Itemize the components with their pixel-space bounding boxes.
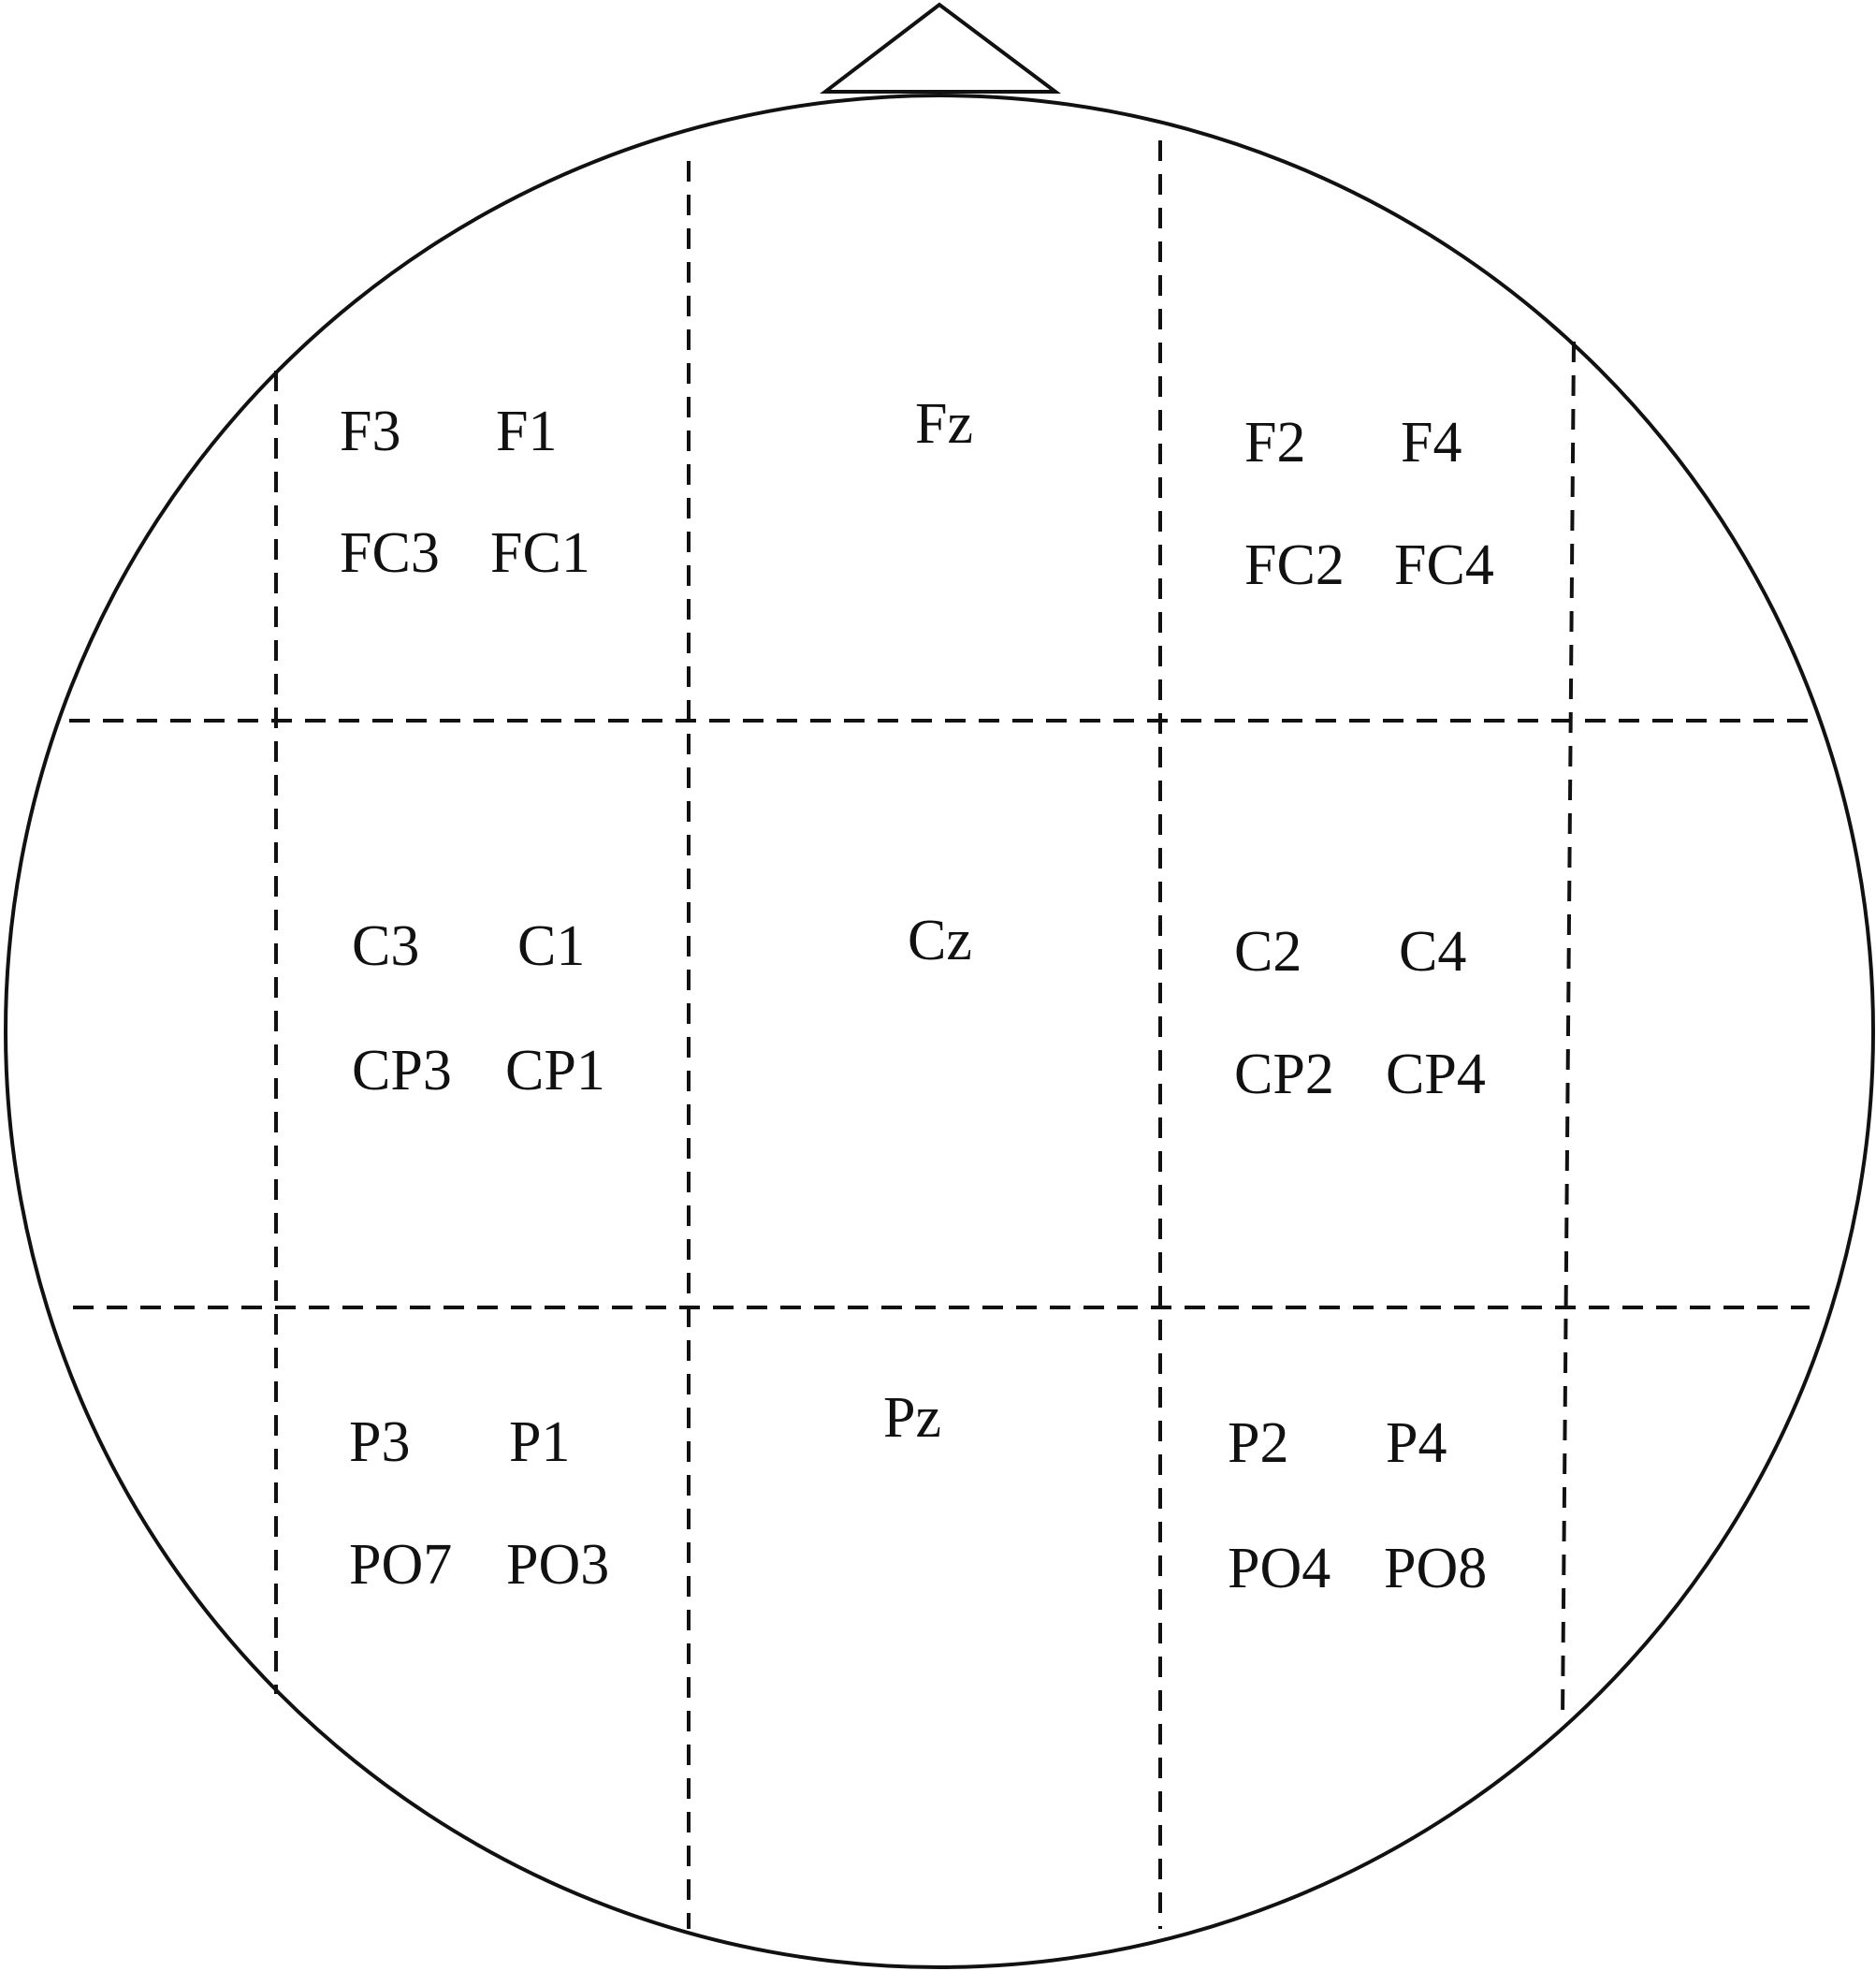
region-mid-parietal: Pz — [883, 1386, 941, 1450]
nose-marker — [820, 2, 1061, 94]
region-right-frontal: F2 F4 FC2 FC4 — [1244, 411, 1494, 597]
electrode-label: Fz — [915, 392, 973, 456]
region-left-central: C3 C1 CP3 CP1 — [352, 914, 605, 1102]
electrode-label: P3 — [349, 1410, 410, 1474]
electrode-label: PO4 — [1228, 1537, 1331, 1600]
electrode-label: FC4 — [1394, 533, 1494, 597]
electrode-label: C2 — [1234, 920, 1302, 984]
electrode-label: PO8 — [1384, 1537, 1487, 1600]
electrode-label: FC1 — [490, 521, 590, 585]
electrode-label: C4 — [1399, 920, 1466, 984]
electrode-label: C1 — [517, 914, 585, 978]
head-outline — [4, 94, 1875, 1969]
electrode-label: F1 — [496, 400, 557, 463]
electrode-label: F3 — [340, 400, 400, 463]
electrode-label: P2 — [1228, 1411, 1288, 1475]
divider-vertical-4 — [1561, 341, 1576, 1720]
electrode-label: C3 — [352, 914, 419, 978]
electrode-label: F4 — [1401, 411, 1462, 474]
region-right-central: C2 C4 CP2 CP4 — [1234, 920, 1486, 1106]
electrode-label: CP4 — [1386, 1043, 1486, 1106]
electrode-label: CP2 — [1234, 1043, 1334, 1106]
electrode-label: PO7 — [349, 1533, 452, 1597]
region-mid-central: Cz — [908, 909, 972, 972]
electrode-label: Cz — [908, 909, 972, 972]
region-left-frontal: F3 F1 FC3 FC1 — [340, 400, 590, 585]
electrode-label: CP1 — [505, 1039, 605, 1102]
electrode-label: P1 — [509, 1410, 570, 1474]
electrode-label: P4 — [1386, 1411, 1447, 1475]
electrode-label: PO3 — [506, 1533, 609, 1597]
region-mid-frontal: Fz — [915, 392, 973, 456]
electrode-label: F2 — [1244, 411, 1305, 474]
electrode-label: FC2 — [1244, 533, 1345, 597]
electrode-label: CP3 — [352, 1039, 452, 1102]
electrode-label: Pz — [883, 1386, 941, 1450]
region-right-parietal: P2 P4 PO4 PO8 — [1228, 1411, 1487, 1600]
region-left-parietal: P3 P1 PO7 PO3 — [349, 1410, 609, 1597]
electrode-label: FC3 — [340, 521, 440, 585]
